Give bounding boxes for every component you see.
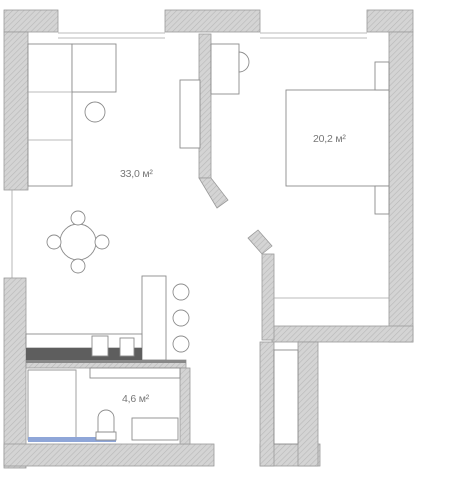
wall-bottom-bathroom	[3, 443, 215, 467]
wall-partition-bend	[198, 177, 229, 209]
walls	[3, 9, 414, 469]
bath-floor-strip	[28, 437, 116, 442]
wall-bedroom-bottom	[271, 325, 414, 343]
bathroom-fixtures	[27, 367, 181, 442]
dining-table	[59, 223, 97, 261]
bathtub	[27, 369, 77, 441]
wall-corridor-left	[259, 341, 275, 467]
desk	[210, 43, 240, 95]
wall-corridor-right	[297, 341, 319, 467]
dining-chair-left	[46, 234, 62, 250]
bar-stool-2	[172, 309, 190, 327]
dining-chair-bottom	[70, 258, 86, 274]
sofa-back	[27, 43, 73, 187]
washing-machine-shelf	[89, 367, 181, 379]
corridor-wardrobe	[273, 349, 299, 445]
cooktop	[119, 337, 135, 357]
toilet-tank	[95, 431, 117, 441]
wall-top-middle	[164, 9, 261, 33]
kitchen	[25, 275, 190, 363]
wall-partition-lower-bend	[247, 229, 273, 255]
countertop-edge	[26, 360, 186, 363]
wall-partition-lower	[261, 253, 275, 341]
kitchen-island	[141, 275, 167, 361]
wall-partition-upper	[198, 33, 212, 179]
bed	[285, 89, 390, 187]
wall-bathroom-right	[179, 367, 191, 445]
nightstand-bottom	[374, 185, 390, 215]
dining-chair-top	[70, 210, 86, 226]
area-bathroom: 4,6 м²	[122, 393, 150, 405]
bedroom-furniture	[274, 61, 390, 299]
side-table	[84, 101, 106, 123]
tv-stand	[179, 79, 201, 149]
bar-stool-1	[172, 283, 190, 301]
sink	[91, 335, 109, 357]
dining-chair-right	[94, 234, 110, 250]
wall-left-upper	[3, 31, 29, 191]
wall-left-lower	[3, 277, 27, 469]
sofa-corner	[71, 43, 117, 93]
area-bedroom: 20,2 м²	[313, 133, 346, 145]
wall-right	[388, 31, 414, 343]
toilet-bowl	[97, 409, 115, 433]
sofa	[27, 43, 117, 187]
washbasin	[131, 417, 179, 441]
nightstand-top	[374, 61, 390, 91]
desk-chair	[238, 51, 250, 73]
bar-stool-3	[172, 335, 190, 353]
area-living-kitchen: 33,0 м²	[120, 168, 153, 180]
wall-top-right	[366, 9, 414, 33]
kitchen-counter-dark	[26, 348, 142, 360]
wall-top-left	[3, 9, 59, 33]
dining-set	[46, 210, 110, 274]
